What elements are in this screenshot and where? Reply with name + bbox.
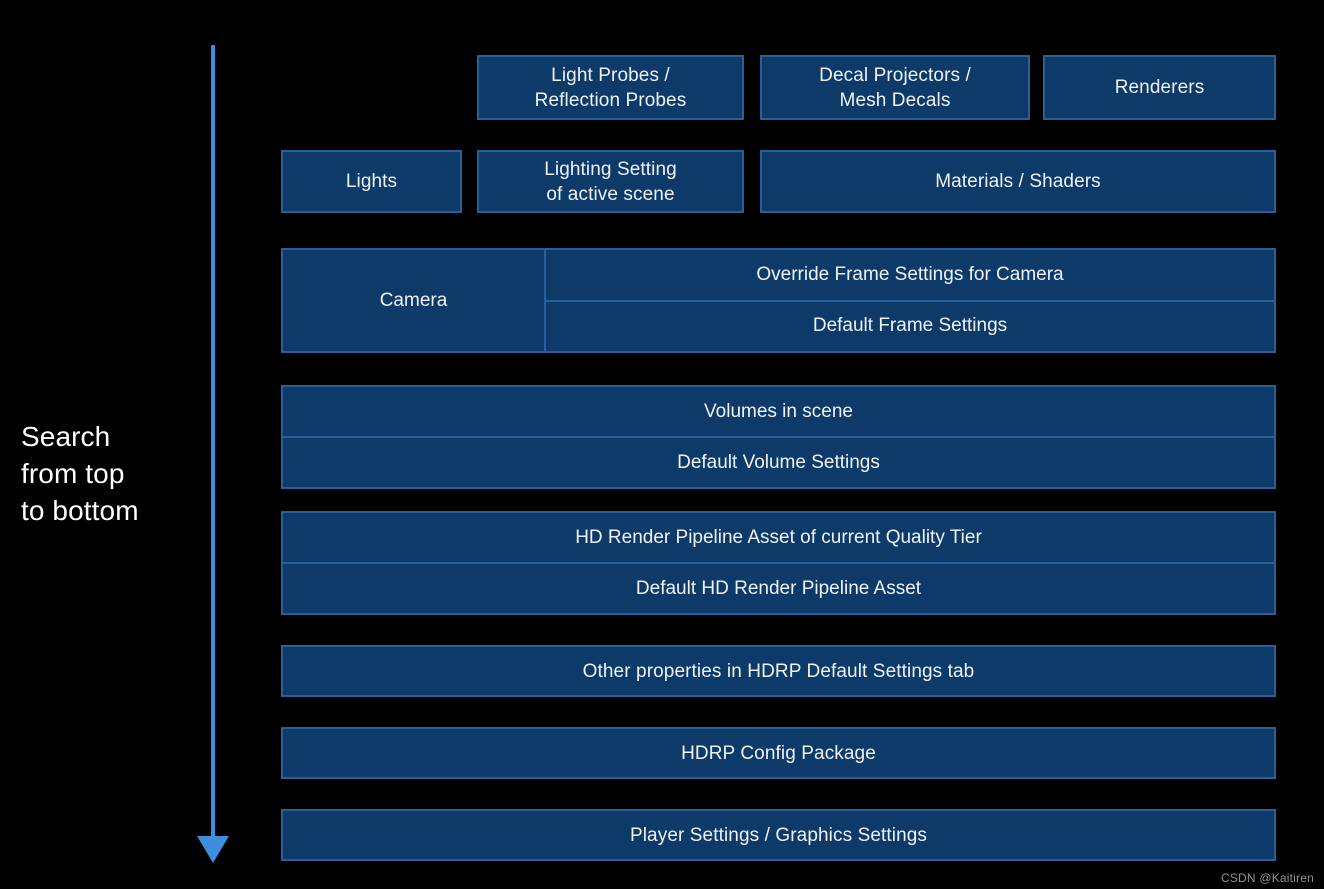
node-light-probes[interactable]: Light Probes / Reflection Probes: [477, 55, 744, 120]
node-volumes-in-scene[interactable]: Volumes in scene: [704, 400, 853, 422]
node-lights[interactable]: Lights: [281, 150, 462, 213]
node-materials-shaders[interactable]: Materials / Shaders: [760, 150, 1276, 213]
search-order-caption: Search from top to bottom: [21, 421, 139, 526]
node-default-frame-settings[interactable]: Default Frame Settings: [546, 299, 1274, 352]
node-camera-group: Camera Override Frame Settings for Camer…: [281, 248, 1276, 353]
node-hdrp-config-package[interactable]: HDRP Config Package: [281, 727, 1276, 779]
camera-frame-settings-column: Override Frame Settings for Camera Defau…: [546, 250, 1274, 351]
node-player-graphics-settings[interactable]: Player Settings / Graphics Settings: [281, 809, 1276, 861]
node-override-frame-settings[interactable]: Override Frame Settings for Camera: [756, 263, 1064, 285]
arrow-shaft: [211, 45, 215, 840]
arrow-head-icon: [197, 836, 229, 863]
node-lighting-setting[interactable]: Lighting Setting of active scene: [477, 150, 744, 213]
node-default-hdrp-asset[interactable]: Default HD Render Pipeline Asset: [283, 562, 1274, 613]
node-decal-projectors[interactable]: Decal Projectors / Mesh Decals: [760, 55, 1030, 120]
node-renderers[interactable]: Renderers: [1043, 55, 1276, 120]
node-other-properties[interactable]: Other properties in HDRP Default Setting…: [281, 645, 1276, 697]
node-camera[interactable]: Camera: [283, 250, 546, 351]
node-hdrp-asset-quality-tier[interactable]: HD Render Pipeline Asset of current Qual…: [575, 526, 982, 548]
node-volumes-group: Volumes in scene Default Volume Settings: [281, 385, 1276, 489]
search-order-arrow: [196, 40, 230, 866]
node-pipeline-asset-group: HD Render Pipeline Asset of current Qual…: [281, 511, 1276, 615]
watermark: CSDN @Kaitiren: [1220, 871, 1314, 885]
node-default-volume-settings[interactable]: Default Volume Settings: [283, 436, 1274, 487]
